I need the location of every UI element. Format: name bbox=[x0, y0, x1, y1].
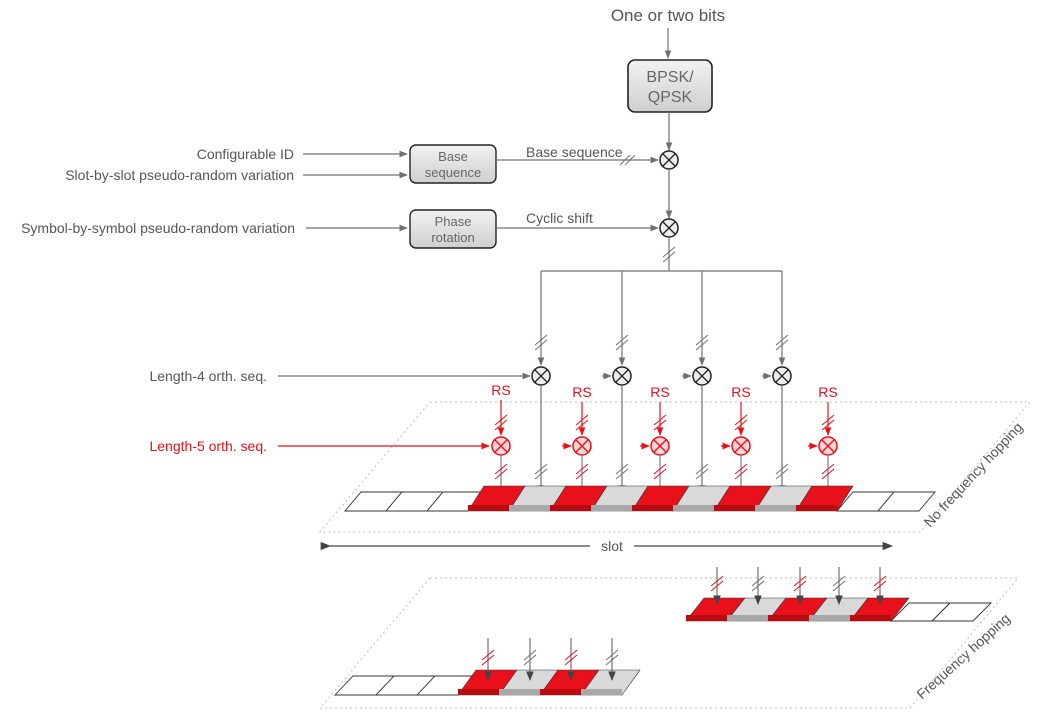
rs-label-2: RS bbox=[572, 384, 591, 400]
rs-branch-4: RS bbox=[721, 384, 751, 494]
configurable-id-label: Configurable ID bbox=[197, 146, 294, 162]
mult2-bus-mark bbox=[662, 246, 676, 263]
rs-branch-5: RS bbox=[808, 384, 838, 494]
len4-branches bbox=[531, 271, 792, 495]
phase-label-2: rotation bbox=[431, 230, 474, 245]
len4-branch-3 bbox=[682, 271, 712, 495]
rs-branch-3: RS bbox=[640, 384, 670, 494]
rs-branches: RS RS RS RS bbox=[491, 382, 838, 494]
phase-rotation-block: Phase rotation bbox=[409, 209, 497, 249]
rs-branch-2: RS bbox=[562, 384, 592, 494]
rs-label-1: RS bbox=[491, 382, 510, 398]
rs-label-3: RS bbox=[650, 384, 669, 400]
len4-label: Length-4 orth. seq. bbox=[149, 368, 267, 384]
cyclic-shift-signal-label: Cyclic shift bbox=[526, 210, 593, 226]
base-sequence-block: Base sequence bbox=[409, 144, 497, 184]
modulator-block: BPSK/ QPSK bbox=[627, 59, 713, 113]
base-seq-bus-mark bbox=[619, 154, 636, 166]
len4-branch-2 bbox=[602, 271, 632, 495]
modulator-label-2: QPSK bbox=[648, 89, 693, 106]
base-seq-label-1: Base bbox=[438, 149, 468, 164]
no-hopping-label: No frequency hopping bbox=[920, 419, 1025, 530]
phase-label-1: Phase bbox=[435, 214, 472, 229]
plane-no-hopping bbox=[318, 401, 1032, 533]
slot-variation-label: Slot-by-slot pseudo-random variation bbox=[65, 167, 294, 183]
slot-strip-no-hopping bbox=[344, 485, 936, 512]
len5-label: Length-5 orth. seq. bbox=[149, 438, 267, 454]
len4-branch-1 bbox=[531, 271, 551, 495]
len4-branch-4 bbox=[762, 271, 792, 495]
base-sequence-signal-label: Base sequence bbox=[526, 144, 623, 160]
base-sequence-multiplier bbox=[659, 150, 679, 170]
cyclic-shift-multiplier bbox=[659, 218, 679, 238]
rs-branch-1: RS bbox=[491, 382, 511, 494]
hopping-strip-first-half bbox=[333, 638, 641, 696]
modulator-label-1: BPSK/ bbox=[646, 69, 694, 86]
input-bits-label: One or two bits bbox=[611, 6, 725, 25]
plane-hopping bbox=[318, 577, 1020, 709]
slot-label: slot bbox=[601, 538, 623, 554]
hopping-strip-second-half bbox=[685, 567, 993, 622]
rs-label-4: RS bbox=[731, 384, 750, 400]
rs-label-5: RS bbox=[818, 384, 837, 400]
symbol-variation-label: Symbol-by-symbol pseudo-random variation bbox=[21, 220, 295, 236]
hopping-label: Frequency hopping bbox=[913, 610, 1013, 702]
base-seq-label-2: sequence bbox=[425, 165, 481, 180]
